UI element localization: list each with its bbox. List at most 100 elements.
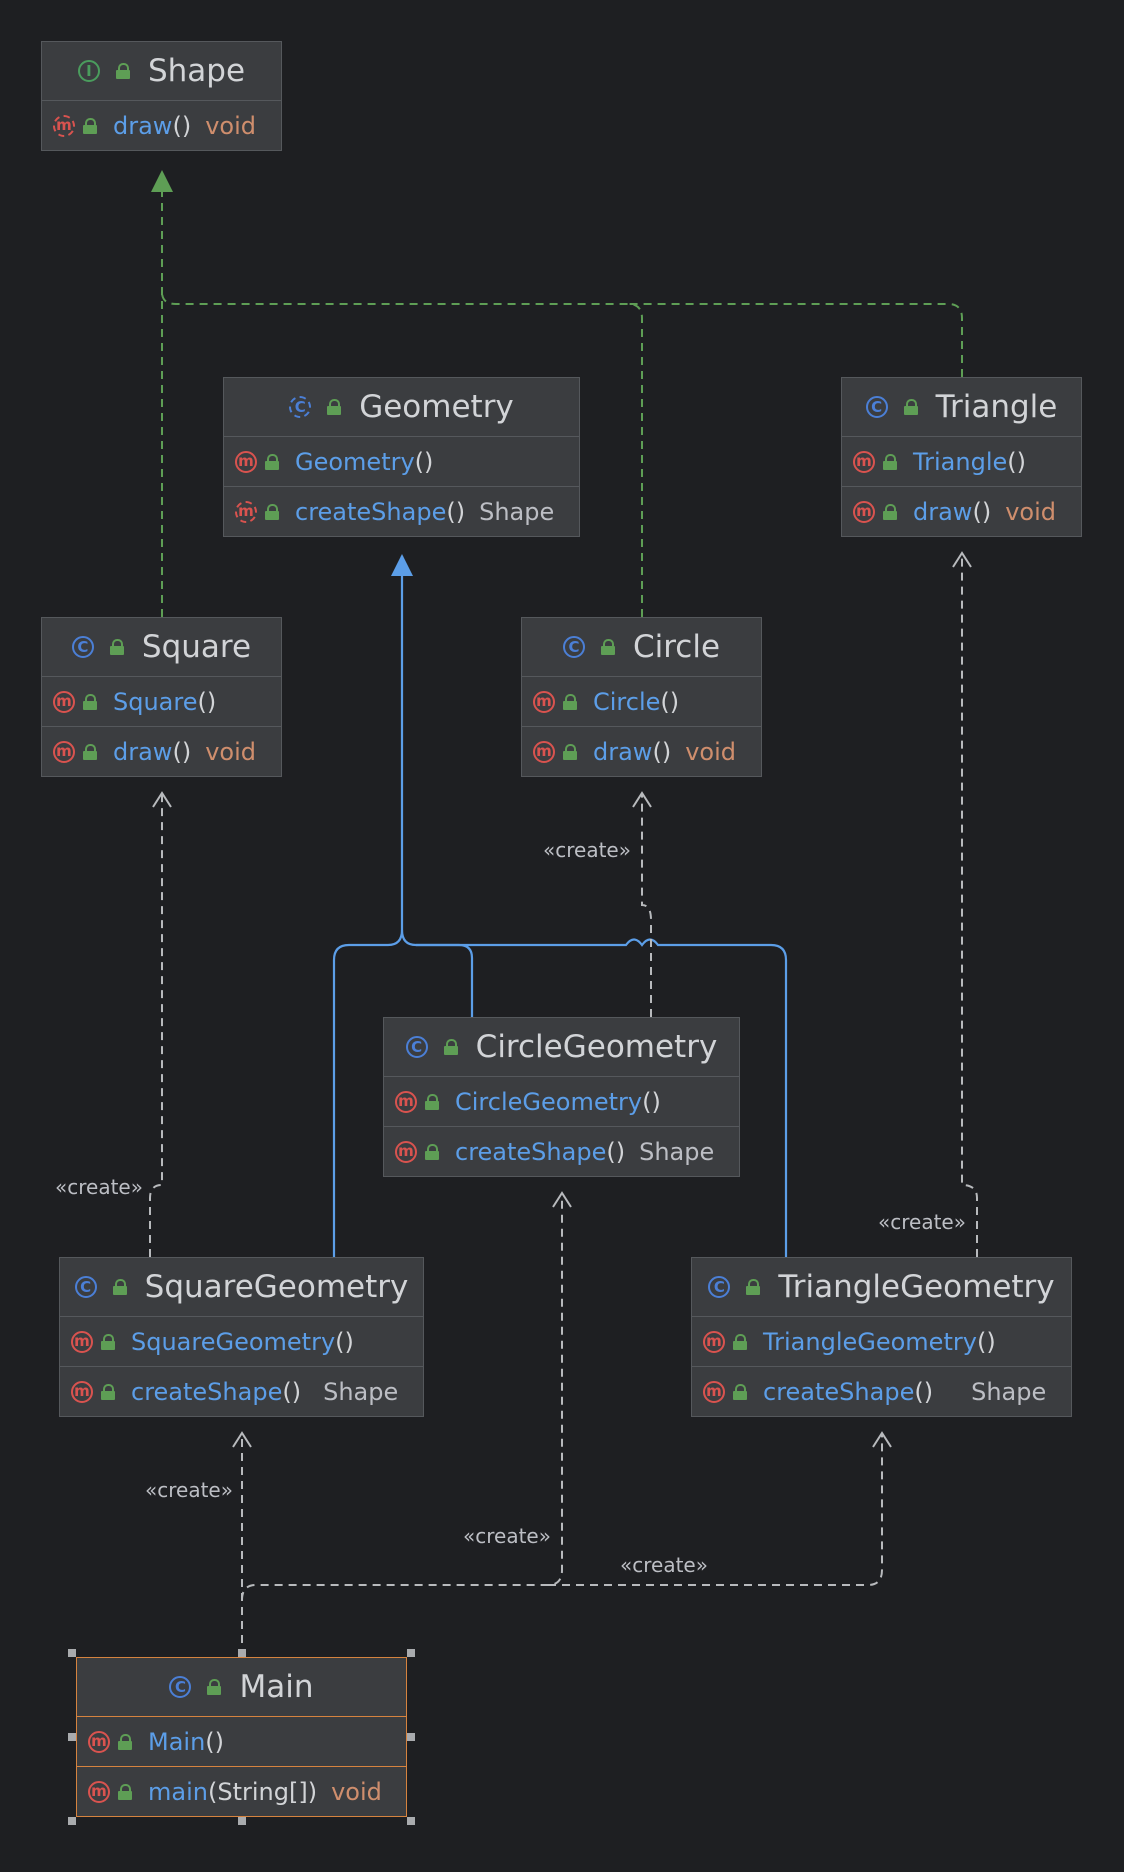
method-icon: m <box>853 450 875 473</box>
realization-edge-triangle-to-shape[interactable] <box>628 303 963 377</box>
method-name: draw <box>593 737 653 766</box>
method-icon: m <box>533 740 555 763</box>
public-lock-icon <box>83 693 97 710</box>
create-label: «create» <box>878 1210 966 1234</box>
resize-handle[interactable] <box>68 1649 76 1657</box>
public-lock-icon <box>733 1383 747 1400</box>
public-lock-icon <box>265 503 279 520</box>
close-paren: ) <box>981 497 992 526</box>
member-row[interactable]: m SquareGeometry() <box>60 1316 423 1366</box>
public-lock-icon <box>207 1679 222 1695</box>
public-lock-icon <box>746 1279 761 1295</box>
dependency-edge-circlegeometry-to-circle[interactable] <box>641 795 652 1017</box>
close-paren: ) <box>424 447 434 476</box>
create-label: «create» <box>55 1175 143 1199</box>
class-name: TriangleGeometry <box>778 1269 1055 1305</box>
method-icon: m <box>703 1380 725 1403</box>
public-lock-icon <box>265 453 279 470</box>
close-paren: ) <box>986 1327 996 1356</box>
public-lock-icon <box>443 1039 458 1055</box>
close-paren: ) <box>1016 447 1027 476</box>
realization-edge-circle-to-shape[interactable] <box>161 291 643 617</box>
resize-handle[interactable] <box>237 1817 246 1825</box>
public-lock-icon <box>563 743 577 760</box>
resize-handle[interactable] <box>407 1649 415 1657</box>
close-paren: ) <box>615 1137 626 1166</box>
class-icon: C <box>405 1036 428 1058</box>
dependency-edge-main-to-trianglegeometry[interactable] <box>548 1435 883 1586</box>
public-lock-icon <box>112 1279 127 1295</box>
method-icon: m <box>71 1380 93 1403</box>
dependency-edge-squaregeometry-to-square[interactable] <box>149 795 163 1257</box>
method-icon: m <box>71 1330 93 1353</box>
method-name: Triangle <box>913 447 1008 476</box>
close-paren: ) <box>344 1327 354 1356</box>
close-paren: ) <box>307 1777 318 1806</box>
inheritance-edge-squaregeometry-to-geometry[interactable] <box>332 556 404 1257</box>
create-label: «create» <box>620 1553 708 1577</box>
resize-handle[interactable] <box>68 1817 76 1825</box>
class-name: Shape <box>147 53 246 89</box>
create-label: «create» <box>543 838 631 862</box>
interface-icon: I <box>77 60 100 82</box>
class-icon: C <box>562 636 585 658</box>
method-name: createShape <box>455 1137 607 1166</box>
dependency-edge-trianglegeometry-to-triangle[interactable] <box>961 555 978 1257</box>
class-icon: C <box>74 1276 97 1298</box>
open-paren: ( <box>414 447 425 476</box>
resize-handle[interactable] <box>68 1733 76 1741</box>
resize-handle[interactable] <box>407 1733 415 1741</box>
close-paren: ) <box>181 737 192 766</box>
method-name: createShape <box>763 1377 915 1406</box>
resize-handle[interactable] <box>407 1817 415 1825</box>
public-lock-icon <box>327 399 342 415</box>
method-name: SquareGeometry <box>131 1327 336 1356</box>
method-name: CircleGeometry <box>455 1087 643 1116</box>
dependency-arrowhead <box>952 551 972 568</box>
resize-handle[interactable] <box>237 1649 246 1657</box>
method-icon: m <box>53 740 75 763</box>
inheritance-edge-circlegeometry-to-geometry[interactable] <box>400 929 474 1017</box>
open-paren: ( <box>335 1327 345 1356</box>
member-row[interactable]: m Triangle() <box>842 436 1081 486</box>
class-name: CircleGeometry <box>475 1029 718 1065</box>
method-name: draw <box>113 111 173 140</box>
return-type: void <box>331 1777 382 1806</box>
method-name: createShape <box>131 1377 283 1406</box>
method-params: String[] <box>217 1777 308 1806</box>
method-icon: m <box>53 114 75 137</box>
class-name: SquareGeometry <box>144 1269 409 1305</box>
return-type: Shape <box>639 1137 715 1166</box>
method-icon: m <box>703 1330 725 1353</box>
open-paren: ( <box>1007 447 1017 476</box>
